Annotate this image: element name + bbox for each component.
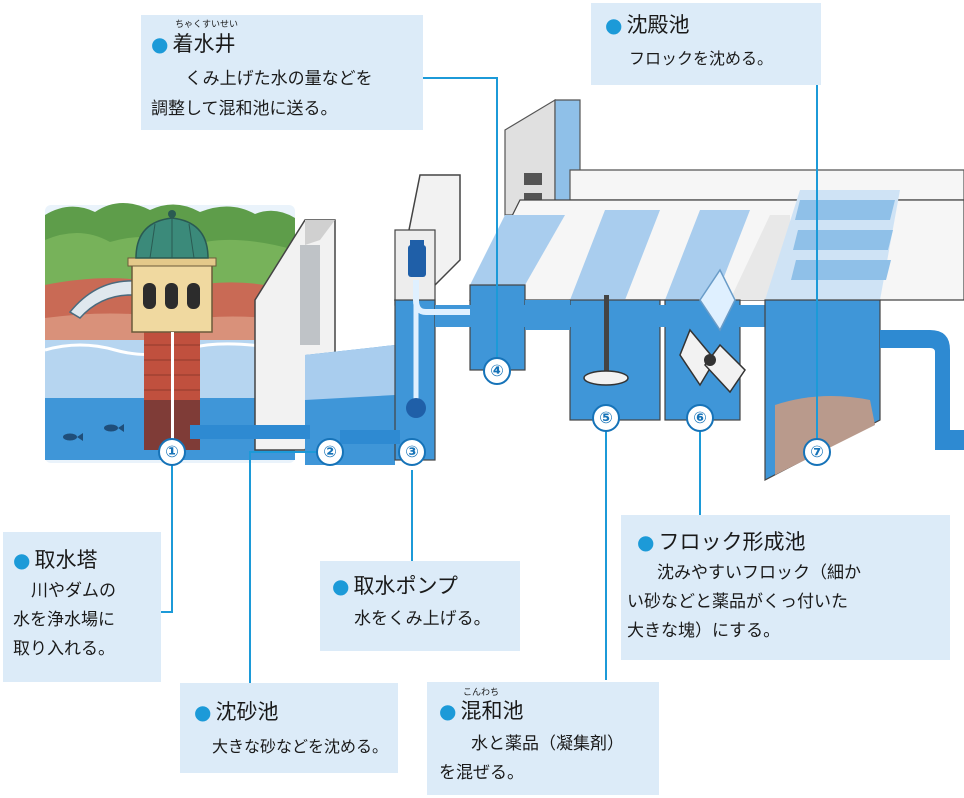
control-building <box>504 98 964 216</box>
callout-receiving-well: ちゃくすいせい 着水井 くみ上げた水の量などを 調整して混和池に送る。 <box>141 15 423 130</box>
intake-scene <box>44 202 296 463</box>
flocculator-paddle-icon <box>679 268 746 394</box>
callout-settling-basin: 沈殿池 フロックを沈める。 <box>591 3 821 85</box>
callout-title: 沈砂池 <box>194 700 278 724</box>
station-marker-2: ② <box>315 437 345 467</box>
callout-title: フロック形成池 <box>637 530 805 554</box>
station-marker-6: ⑥ <box>685 403 715 433</box>
station-marker-5: ⑤ <box>591 403 621 433</box>
intake-tower <box>127 210 217 450</box>
callout-flocculation-basin: フロック形成池 沈みやすいフロック（細か い砂などと薬品がくっ付いた 大きな塊）… <box>621 515 950 660</box>
callout-intake-pump: 取水ポンプ 水をくみ上げる。 <box>320 561 520 651</box>
outflow-pipe <box>880 330 964 450</box>
callout-desc-line: 調整して混和池に送る。 <box>151 99 338 119</box>
callout-desc-line: フロックを沈める。 <box>629 49 774 68</box>
callout-desc-line: 川やダムの <box>31 581 116 601</box>
callout-desc-line: 取り入れる。 <box>13 639 115 659</box>
callout-mixing-basin: こんわち 混和池 水と薬品（凝集剤） を混ぜる。 <box>427 682 659 795</box>
station-marker-4: ④ <box>482 356 512 386</box>
station-marker-7: ⑦ <box>802 437 832 467</box>
sludge-icon <box>775 396 875 475</box>
water-channels <box>190 190 964 481</box>
callout-title: 混和池 <box>439 699 523 723</box>
callout-desc-line: 水を浄水場に <box>13 610 115 630</box>
callout-title: 着水井 <box>151 32 235 56</box>
mixer-icon <box>583 295 629 386</box>
pump-icon <box>406 240 470 418</box>
fish-icon <box>63 424 124 441</box>
callout-desc-line: 大きな塊）にする。 <box>627 621 781 641</box>
callout-intake-tower: 取水塔 川やダムの 水を浄水場に 取り入れる。 <box>3 532 161 682</box>
callout-desc-line: 大きな砂などを沈める。 <box>212 737 389 756</box>
callout-desc-line: 水をくみ上げる。 <box>354 609 491 629</box>
callout-title: 沈殿池 <box>605 13 689 37</box>
callout-desc-line: い砂などと薬品がくっ付いた <box>627 592 848 612</box>
callout-ruby: ちゃくすいせい <box>175 20 239 30</box>
callout-title: 取水塔 <box>13 548 97 572</box>
callout-sand-basin: 沈砂池 大きな砂などを沈める。 <box>180 683 398 773</box>
callout-desc-line: 沈みやすいフロック（細か <box>657 563 861 583</box>
callout-desc-line: くみ上げた水の量などを <box>185 69 373 89</box>
callout-title: 取水ポンプ <box>332 574 457 598</box>
station-marker-3: ③ <box>397 437 427 467</box>
callout-desc-line: を混ぜる。 <box>439 763 524 783</box>
station-marker-1: ① <box>157 437 187 467</box>
callout-desc-line: 水と薬品（凝集剤） <box>471 734 624 754</box>
callout-ruby: こんわち <box>463 688 500 698</box>
